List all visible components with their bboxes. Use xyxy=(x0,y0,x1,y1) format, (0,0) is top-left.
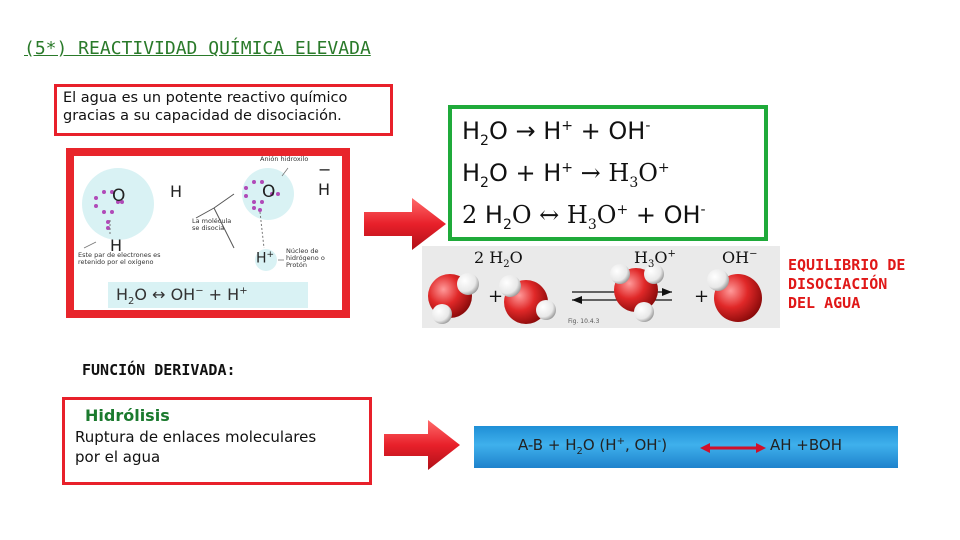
oxygen-label-right: O xyxy=(262,182,276,202)
hydrogen-label-left: H xyxy=(170,182,183,201)
equilibrium-label: EQUILIBRIO DE DISOCIACIÓN DEL AGUA xyxy=(788,256,906,312)
strip-plus-1: + xyxy=(488,286,504,307)
proton-label: H+ xyxy=(256,250,275,267)
hydrolysis-reaction-banner: A-B + H2O (H+, OH-) AH +BOH xyxy=(474,426,898,468)
hydrolysis-title: Hidrólisis xyxy=(85,406,170,425)
water-dissociation-image: 2 H2O H3O+ OH− + + Fig. 10.4.3 xyxy=(422,246,780,328)
right-arrow-icon-bottom xyxy=(384,420,460,470)
proton-bubble xyxy=(255,249,277,271)
strip-figure-caption: Fig. 10.4.3 xyxy=(568,318,600,325)
strip-plus-2: + xyxy=(694,286,710,307)
page-title: (5*) REACTIVIDAD QUÍMICA ELEVADA xyxy=(24,38,371,59)
hydrolysis-box: Hidrólisis Ruptura de enlaces moleculare… xyxy=(62,397,372,485)
strip-label-water: 2 H2O xyxy=(474,248,523,271)
intro-line-1: El agua es un potente reactivo químico xyxy=(63,90,348,106)
equation-line-3: 2 H2O ↔ H3O+ + OH- xyxy=(462,201,706,233)
hydrolysis-products: AH +BOH xyxy=(770,436,842,454)
electron-dots-right xyxy=(244,180,280,212)
minus-sign: − xyxy=(318,160,332,179)
strip-label-hydroxide: OH− xyxy=(722,248,758,267)
hydrogen-label-bottom: H xyxy=(110,236,123,255)
dissociation-equation-band: H2O ↔ OH− + H+ xyxy=(108,282,308,308)
derived-function-label: FUNCIÓN DERIVADA: xyxy=(82,361,236,379)
equations-box: H2O → H+ + OH- H2O + H+ → H3O+ 2 H2O ↔ H… xyxy=(448,105,768,241)
anion-label: Anión hidroxilo xyxy=(260,156,309,163)
electron-dots-left xyxy=(94,190,124,230)
equation-line-1: H2O → H+ + OH- xyxy=(462,117,651,149)
dissociation-branch-lines xyxy=(195,193,235,249)
reaction-arrow-icon xyxy=(700,443,766,453)
intro-box: El agua es un potente reactivo químico g… xyxy=(54,84,393,136)
hydrolysis-reactants: A-B + H2O (H+, OH-) xyxy=(518,436,668,457)
dissociation-equation: H2O ↔ OH− + H+ xyxy=(116,285,248,308)
strip-label-hydronium: H3O+ xyxy=(634,248,676,271)
dissociation-image: O H H O H − H+ Anión hidroxilo La molécu… xyxy=(74,156,342,310)
hydrogen-label-right: H xyxy=(318,180,331,199)
dissociation-illustration xyxy=(82,167,294,271)
molecules-illustration xyxy=(428,264,762,324)
equation-line-2: H2O + H+ → H3O+ xyxy=(462,159,670,191)
hydrolysis-description: Ruptura de enlaces moleculares por el ag… xyxy=(75,428,317,466)
dissociation-image-frame: O H H O H − H+ Anión hidroxilo La molécu… xyxy=(66,148,350,318)
oxygen-label-left: O xyxy=(112,186,126,206)
intro-line-2: gracias a su capacidad de disociación. xyxy=(63,108,342,124)
right-arrow-icon xyxy=(364,198,446,250)
